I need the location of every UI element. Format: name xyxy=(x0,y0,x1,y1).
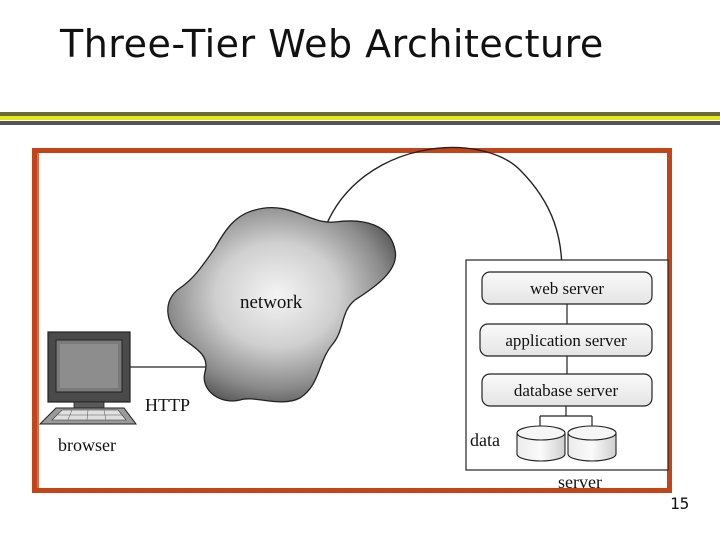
http-label: HTTP xyxy=(145,395,190,415)
database-disk-icon xyxy=(567,425,617,462)
tier-application-server: application server xyxy=(479,323,653,357)
slide-title: Three-Tier Web Architecture xyxy=(60,22,604,66)
tier-web-server: web server xyxy=(481,271,653,305)
network-cloud xyxy=(167,207,397,403)
computer-monitor-icon xyxy=(47,331,131,409)
browser-label: browser xyxy=(58,435,116,455)
network-server-link xyxy=(324,146,563,273)
page-number: 15 xyxy=(670,494,690,513)
tier-application-server-label: application server xyxy=(505,331,627,350)
title-rule-top xyxy=(0,112,720,116)
database-disk-icon xyxy=(516,425,566,462)
network-label: network xyxy=(240,292,303,313)
data-label: data xyxy=(470,430,500,450)
tier-web-server-label: web server xyxy=(530,279,604,298)
tier-database-server: database server xyxy=(481,373,653,407)
figure-frame-inner-edge xyxy=(37,153,39,488)
server-label: server xyxy=(558,472,602,492)
keyboard-icon xyxy=(38,407,137,425)
title-rule-bottom xyxy=(0,121,720,125)
title-rule-yellow xyxy=(0,116,720,120)
tier-database-server-label: database server xyxy=(514,381,619,400)
